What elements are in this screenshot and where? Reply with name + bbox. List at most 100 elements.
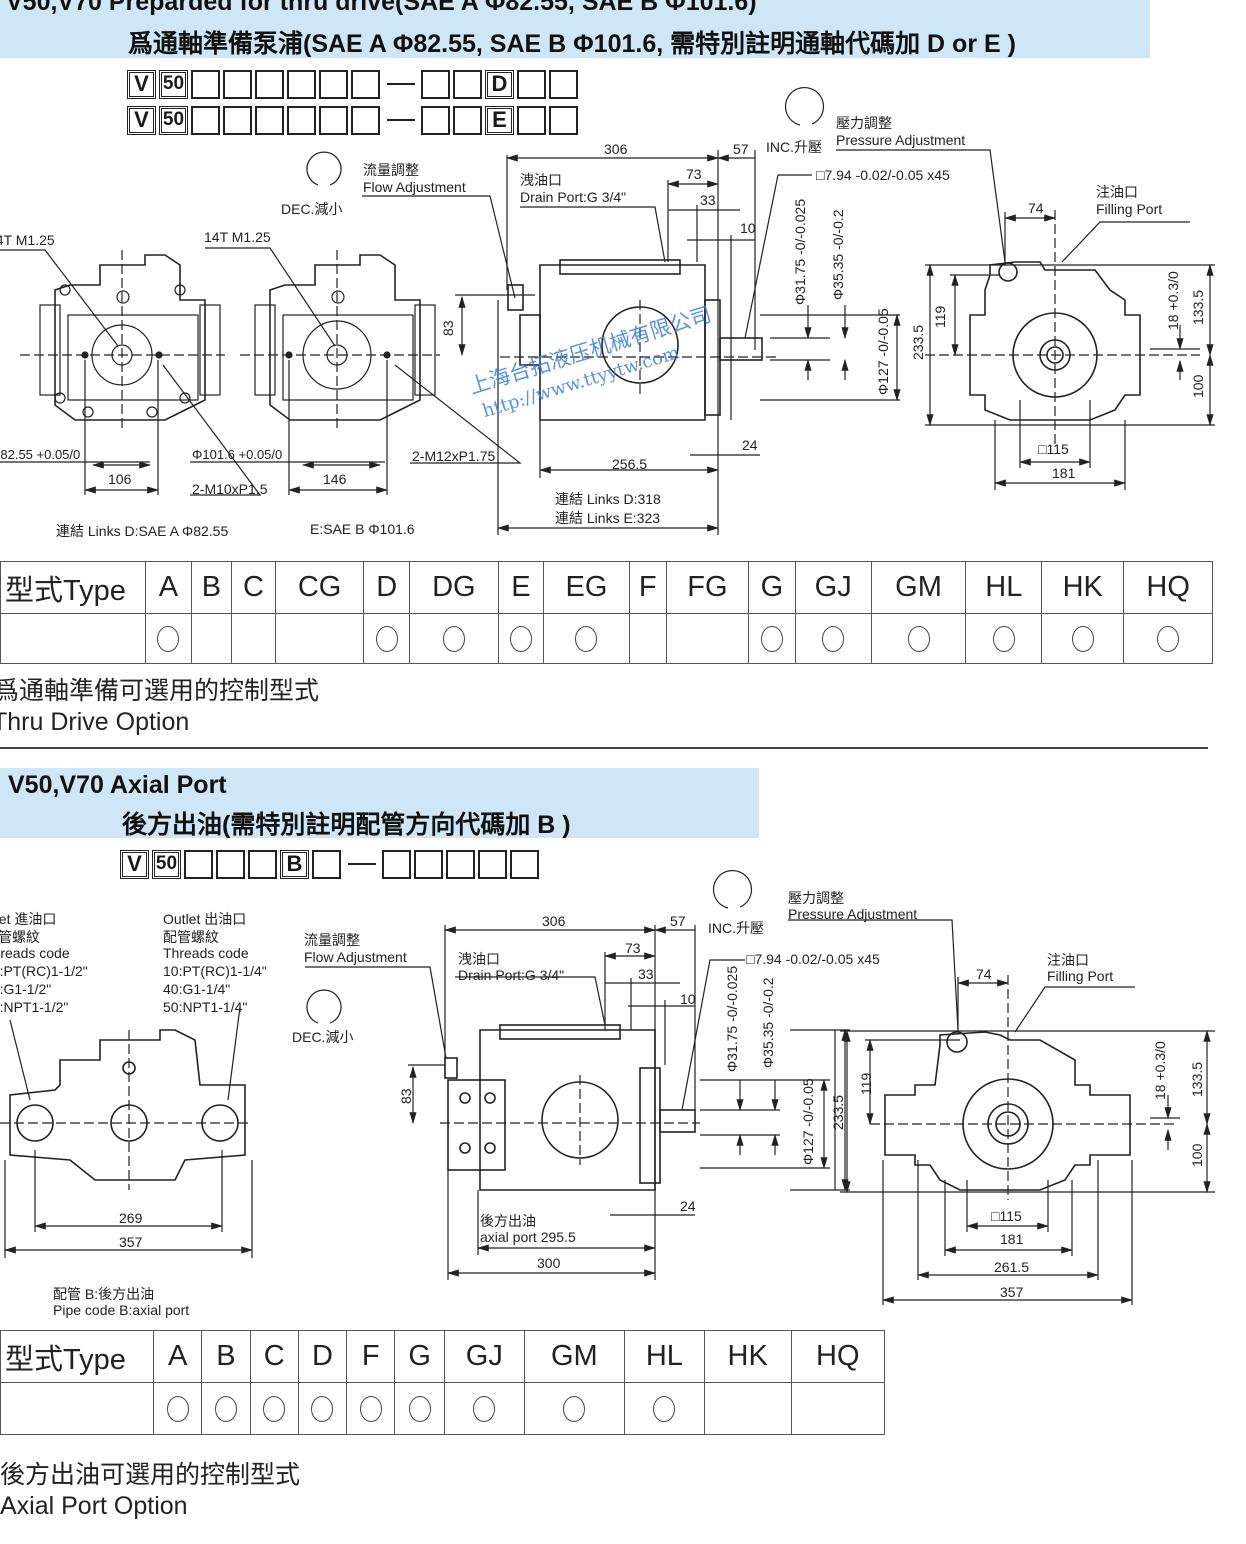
dim-133-5-2: 133.5	[1189, 1061, 1205, 1097]
pressure-adjust-zh: 壓力調整	[836, 115, 892, 131]
section2-title-en: V50,V70 Axial Port	[8, 771, 227, 799]
dim-119-2: 119	[858, 1072, 874, 1095]
inlet-50: 50:NPT1-1/2"	[0, 999, 69, 1015]
code-slot	[255, 69, 284, 99]
dim-74-2: 74	[976, 966, 992, 982]
dim-18-2: 18 +0.3/0	[1152, 1041, 1168, 1100]
dim-73: 73	[686, 166, 702, 182]
type-cell: A	[145, 561, 192, 614]
dim-74: 74	[1028, 200, 1044, 216]
code-slot	[287, 69, 316, 99]
type-cell: HL	[965, 561, 1043, 614]
code-series: 50	[152, 849, 181, 879]
thru-drive-caption-zh: 爲通軸準備可選用的控制型式	[0, 677, 320, 705]
inlet-40: 40:G1-1/2"	[0, 981, 52, 997]
type-cell: GJ	[794, 561, 872, 614]
dim-83: 83	[440, 320, 456, 336]
availability-cell	[747, 613, 796, 664]
bolt-b-label: 2-M12xP1.75	[412, 448, 496, 464]
bolt-a-label: 2-M10xP1.5	[192, 481, 268, 497]
dim-33-2: 33	[638, 966, 654, 982]
type-cell: G	[747, 561, 796, 614]
available-circle-icon	[509, 626, 532, 653]
type-cell: A	[152, 1330, 203, 1383]
availability-cell	[249, 1382, 299, 1435]
axial-port-zh: 後方出油	[480, 1213, 536, 1229]
dim-133-5: 133.5	[1190, 289, 1206, 325]
code-slot	[517, 69, 546, 99]
code-dash	[348, 863, 376, 865]
code-slot	[255, 105, 284, 135]
thru-drive-caption-en: Thru Drive Option	[0, 708, 190, 736]
key-label-2: □7.94 -0.02/-0.05 x45	[746, 951, 880, 967]
availability-cell	[1123, 613, 1213, 664]
drain-port-zh: 洩油口	[520, 172, 562, 188]
code-slot	[453, 105, 482, 135]
type-cell: HK	[1041, 561, 1125, 614]
type-cell: HQ	[790, 1330, 886, 1383]
code-slot	[382, 849, 411, 879]
available-circle-icon	[311, 1396, 334, 1423]
code-slot	[414, 849, 443, 879]
code-slot	[319, 105, 348, 135]
flow-adjust-en-2: Flow Adjustment	[304, 949, 407, 965]
availability-cell	[443, 1382, 525, 1435]
availability-cell	[790, 1382, 886, 1435]
available-circle-icon	[1157, 626, 1180, 653]
dec-label-2: DEC.減小	[292, 1029, 354, 1045]
dim-233-5-2: 233.5	[830, 1094, 846, 1130]
available-circle-icon	[1071, 626, 1094, 653]
code-slot	[421, 69, 450, 99]
shaft-dia-2: Φ35.35 -0/-0.2	[830, 209, 846, 300]
type-cell: D	[363, 561, 411, 614]
blank-cell	[0, 1382, 154, 1435]
dim-256-5: 256.5	[612, 456, 648, 472]
code-slot	[184, 849, 213, 879]
type-cell: HK	[703, 1330, 792, 1383]
code-slot	[549, 105, 578, 135]
links-e-length: 連結 Links E:323	[555, 510, 661, 526]
axial-port-caption-zh: 後方出油可選用的控制型式	[0, 1461, 301, 1489]
code-slot	[216, 849, 245, 879]
pressure-adjust-en-2: Pressure Adjustment	[788, 906, 918, 922]
dim-100: 100	[1190, 374, 1206, 398]
side-view-axial	[444, 1024, 696, 1191]
code-prefix: V	[120, 849, 149, 879]
model-code-row-e: V 50 E	[127, 104, 581, 136]
outlet-threads-code: Threads code	[163, 945, 249, 961]
availability-cell	[870, 613, 967, 664]
availability-cell	[623, 1382, 705, 1435]
section1-title-zh: 爲通軸準備泵浦(SAE A Φ82.55, SAE B Φ101.6, 需特別註…	[128, 30, 1016, 58]
dim-83-2: 83	[398, 1088, 414, 1104]
shaft-dia-2-2: Φ35.35 -0/-0.2	[760, 977, 776, 1068]
pipe-code-en: Pipe code B:axial port	[53, 1302, 190, 1318]
table-availability-row	[0, 1382, 886, 1435]
dim-24: 24	[742, 437, 758, 453]
type-cell: F	[346, 1330, 396, 1383]
code-dash	[387, 83, 415, 85]
dim-119: 119	[932, 305, 948, 328]
dim-73-2: 73	[625, 940, 641, 956]
type-header: 型式Type	[0, 1330, 154, 1383]
flow-adjust-en: Flow Adjustment	[363, 179, 466, 195]
availability-cell	[794, 613, 872, 664]
code-series: 50	[159, 105, 188, 135]
code-slot	[517, 105, 546, 135]
available-circle-icon	[359, 1396, 382, 1423]
available-circle-icon	[263, 1396, 286, 1423]
code-slot	[510, 849, 539, 879]
code-slot	[191, 105, 220, 135]
availability-cell	[201, 1382, 251, 1435]
pipe-code-zh: 配管 B:後方出油	[53, 1286, 155, 1302]
type-cell: DG	[409, 561, 499, 614]
model-code-row-d: V 50 D	[127, 68, 581, 100]
type-cell: C	[249, 1330, 299, 1383]
type-cell: E	[497, 561, 545, 614]
dim-24-2: 24	[680, 1198, 696, 1214]
dim-33: 33	[700, 192, 716, 208]
front-view-axial	[9, 1029, 246, 1181]
available-circle-icon	[473, 1396, 496, 1423]
outlet-40: 40:G1-1/4"	[163, 981, 231, 997]
dim-306: 306	[604, 141, 628, 157]
